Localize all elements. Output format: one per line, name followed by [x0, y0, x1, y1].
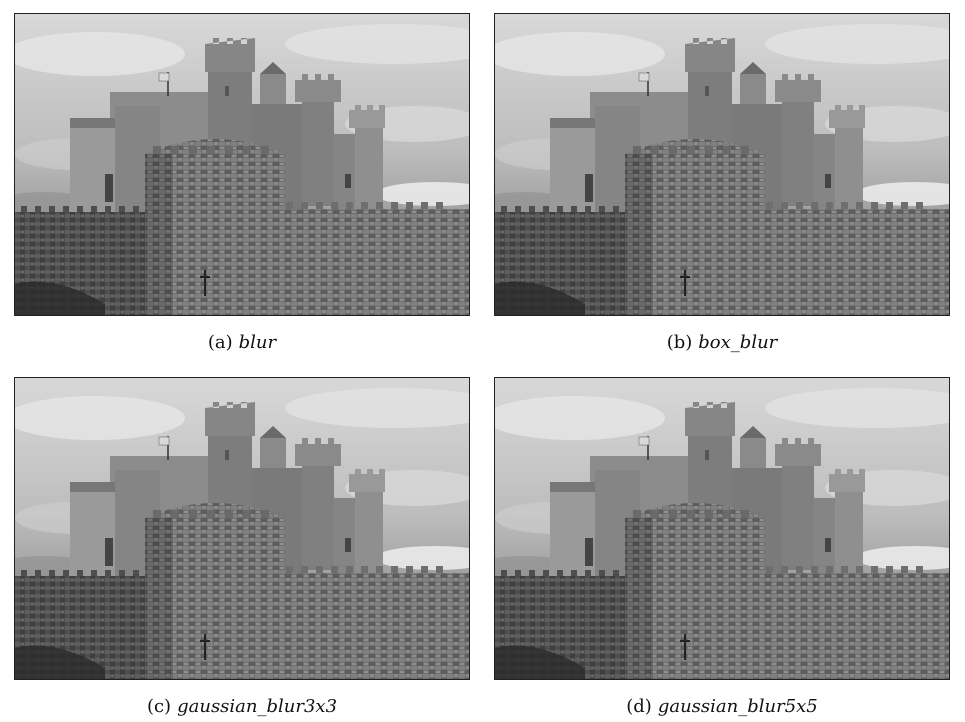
caption-tag: (b) — [666, 332, 693, 353]
caption-tag: (c) — [146, 696, 172, 717]
castle-image-box-blur — [494, 13, 950, 316]
caption-name: box_blur — [698, 332, 778, 353]
figure-panel-a: (a)blur — [14, 13, 470, 353]
caption-tag: (d) — [626, 696, 652, 717]
caption-name: blur — [238, 332, 277, 353]
caption-name: gaussian_blur3x3 — [177, 696, 338, 717]
figure-panel-b: (b)box_blur — [494, 13, 950, 353]
caption-d: (d)gaussian_blur5x5 — [494, 696, 950, 717]
castle-image-gaussian-5x5 — [494, 377, 950, 680]
castle-image-blur — [14, 13, 470, 316]
figure-panel-d: (d)gaussian_blur5x5 — [494, 377, 950, 717]
caption-c: (c)gaussian_blur3x3 — [14, 696, 470, 717]
caption-b: (b)box_blur — [494, 332, 950, 353]
caption-tag: (a) — [207, 332, 233, 353]
figure-panel-c: (c)gaussian_blur3x3 — [14, 377, 470, 717]
caption-name: gaussian_blur5x5 — [657, 696, 818, 717]
caption-a: (a)blur — [14, 332, 470, 353]
castle-image-gaussian-3x3 — [14, 377, 470, 680]
